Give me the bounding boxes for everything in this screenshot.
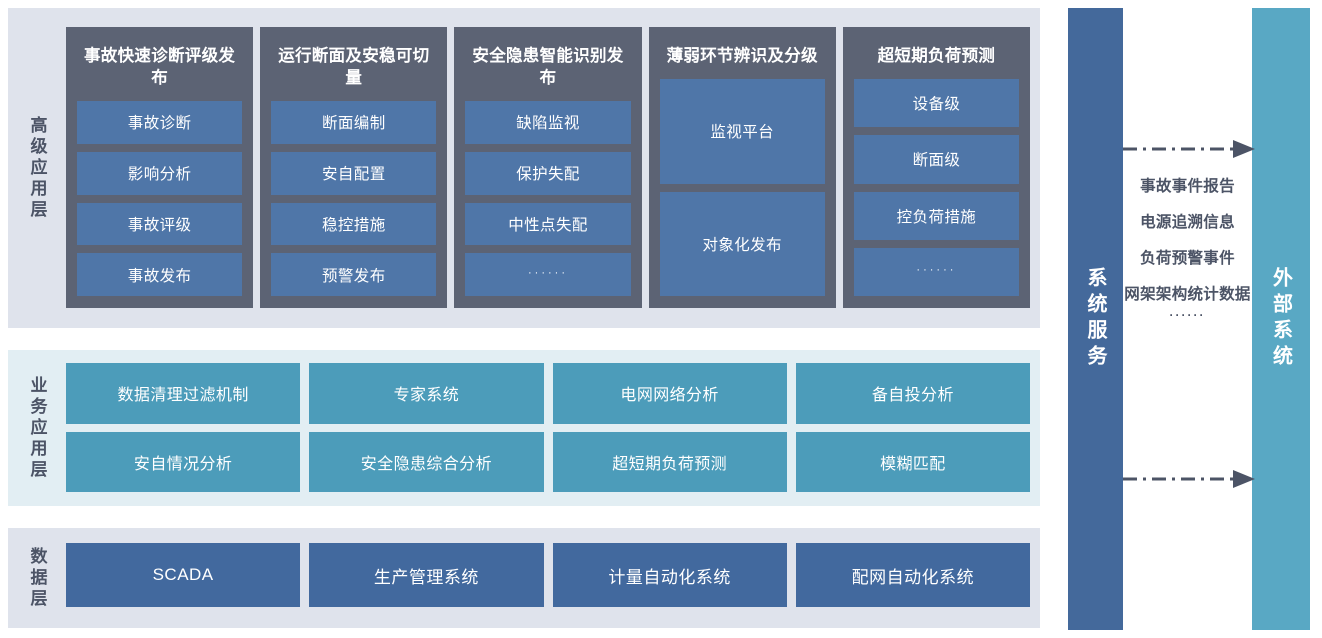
advanced-item-safety-auto-config[interactable]: 安自配置 (271, 151, 437, 195)
flow-label-accident-event-report: 事故事件报告 (1140, 178, 1235, 195)
advanced-item-warning-publish[interactable]: 预警发布 (271, 253, 437, 296)
system-service-bar-label: 系统服务 (1084, 267, 1106, 371)
advanced-column-5[interactable]: 超短期负荷预测 设备级 断面级 控负荷措施 ······ (842, 27, 1031, 308)
flow-label-power-source-trace: 电源追溯信息 (1140, 214, 1235, 231)
business-application-layer-panel: 业务应用层 数据清理过滤机制 专家系统 电网网络分析 备自投分析 安自情况分析 … (8, 350, 1040, 506)
business-item-hazard-comprehensive-analysis[interactable]: 安全隐患综合分析 (309, 431, 544, 492)
external-system-bar-label: 外部系统 (1269, 267, 1292, 371)
layer-label-business-text: 业务应用层 (27, 375, 47, 481)
advanced-column-4[interactable]: 薄弱环节辨识及分级 监视平台 对象化发布 (648, 27, 836, 308)
data-item-metering-automation[interactable]: 计量自动化系统 (552, 543, 787, 607)
data-grid: SCADA 生产管理系统 计量自动化系统 配网自动化系统 (66, 528, 1040, 628)
data-item-scada[interactable]: SCADA (66, 543, 301, 607)
advanced-item-device-level[interactable]: 设备级 (853, 79, 1020, 128)
flow-label-load-warning-event: 负荷预警事件 (1140, 250, 1235, 267)
data-item-distribution-automation[interactable]: 配网自动化系统 (795, 543, 1030, 607)
advanced-column-1-title: 事故快速诊断评级发布 (84, 47, 236, 87)
advanced-application-layer-panel: 高级应用层 事故快速诊断评级发布 事故诊断 影响分析 事故评级 事故发布 运行断… (8, 8, 1040, 328)
advanced-column-4-items: 监视平台 对象化发布 (659, 79, 825, 296)
data-item-production-management[interactable]: 生产管理系统 (309, 543, 544, 607)
advanced-column-1-items: 事故诊断 影响分析 事故评级 事故发布 (77, 101, 243, 296)
business-item-grid-network-analysis[interactable]: 电网网络分析 (552, 363, 787, 424)
ellipsis-dots-icon: ······ (528, 266, 568, 279)
advanced-item-accident-diagnosis[interactable]: 事故诊断 (77, 101, 243, 144)
advanced-item-neutral-mismatch[interactable]: 中性点失配 (465, 202, 631, 246)
flow-label-list: 事故事件报告 电源追溯信息 负荷预警事件 网架架构统计数据 ······ (1123, 176, 1252, 322)
business-item-ultra-short-load-forecast[interactable]: 超短期负荷预测 (552, 431, 787, 492)
advanced-item-load-control[interactable]: 控负荷措施 (853, 191, 1020, 240)
business-item-expert-system[interactable]: 专家系统 (309, 363, 544, 424)
advanced-column-5-title: 超短期负荷预测 (877, 47, 996, 65)
advanced-item-accident-publish[interactable]: 事故发布 (77, 253, 243, 296)
ellipsis-dots-icon: ······ (916, 263, 957, 276)
interface-region: 系统服务 外部系统 事故事件报告 电源追溯信息 负荷预警事件 网架架构统计数据 … (1060, 0, 1322, 638)
advanced-item-object-publish[interactable]: 对象化发布 (659, 191, 825, 296)
flow-arrow-bottom (1123, 468, 1257, 490)
advanced-columns: 事故快速诊断评级发布 事故诊断 影响分析 事故评级 事故发布 运行断面及安稳可切… (66, 8, 1040, 328)
business-item-backup-switch-analysis[interactable]: 备自投分析 (795, 363, 1030, 424)
advanced-item-section-compile[interactable]: 断面编制 (271, 101, 437, 144)
advanced-column-3[interactable]: 安全隐患智能识别发布 缺陷监视 保护失配 中性点失配 ······ (454, 27, 642, 308)
advanced-item-more-3[interactable]: ······ (465, 253, 631, 296)
advanced-column-4-title: 薄弱环节辨识及分级 (666, 47, 818, 65)
advanced-column-5-items: 设备级 断面级 控负荷措施 ······ (853, 79, 1020, 296)
flow-label-more: ······ (1169, 308, 1206, 322)
advanced-item-monitor-platform[interactable]: 监视平台 (659, 79, 825, 184)
advanced-item-section-level[interactable]: 断面级 (853, 135, 1020, 184)
system-service-bar[interactable]: 系统服务 (1068, 8, 1123, 630)
advanced-item-stability-control[interactable]: 稳控措施 (271, 202, 437, 246)
advanced-column-2-items: 断面编制 安自配置 稳控措施 预警发布 (271, 101, 437, 296)
advanced-column-3-items: 缺陷监视 保护失配 中性点失配 ······ (465, 101, 631, 296)
advanced-item-defect-monitor[interactable]: 缺陷监视 (465, 101, 631, 144)
business-item-safety-auto-analysis[interactable]: 安自情况分析 (66, 431, 301, 492)
advanced-column-3-title: 安全隐患智能识别发布 (472, 47, 624, 87)
advanced-item-more-5[interactable]: ······ (853, 247, 1020, 296)
arrow-right-icon (1123, 470, 1255, 488)
layer-label-data: 数据层 (8, 528, 66, 628)
advanced-column-1[interactable]: 事故快速诊断评级发布 事故诊断 影响分析 事故评级 事故发布 (66, 27, 254, 308)
layer-label-advanced-text: 高级应用层 (27, 115, 47, 221)
layer-label-business: 业务应用层 (8, 350, 66, 506)
advanced-item-accident-rating[interactable]: 事故评级 (77, 202, 243, 246)
arrow-right-icon (1123, 140, 1255, 158)
data-layer-panel: 数据层 SCADA 生产管理系统 计量自动化系统 配网自动化系统 (8, 528, 1040, 628)
advanced-column-2-title: 运行断面及安稳可切量 (278, 47, 430, 87)
business-item-data-cleaning[interactable]: 数据清理过滤机制 (66, 363, 301, 424)
business-item-fuzzy-matching[interactable]: 模糊匹配 (795, 431, 1030, 492)
advanced-column-2[interactable]: 运行断面及安稳可切量 断面编制 安自配置 稳控措施 预警发布 (260, 27, 448, 308)
layer-label-data-text: 数据层 (27, 546, 47, 610)
flow-arrow-top (1123, 138, 1257, 160)
advanced-item-protection-mismatch[interactable]: 保护失配 (465, 151, 631, 195)
external-system-bar[interactable]: 外部系统 (1252, 8, 1310, 630)
layer-label-advanced: 高级应用层 (8, 8, 66, 328)
business-grid: 数据清理过滤机制 专家系统 电网网络分析 备自投分析 安自情况分析 安全隐患综合… (66, 350, 1040, 506)
flow-label-grid-structure-stats: 网架架构统计数据 (1124, 286, 1251, 303)
advanced-item-impact-analysis[interactable]: 影响分析 (77, 151, 243, 195)
